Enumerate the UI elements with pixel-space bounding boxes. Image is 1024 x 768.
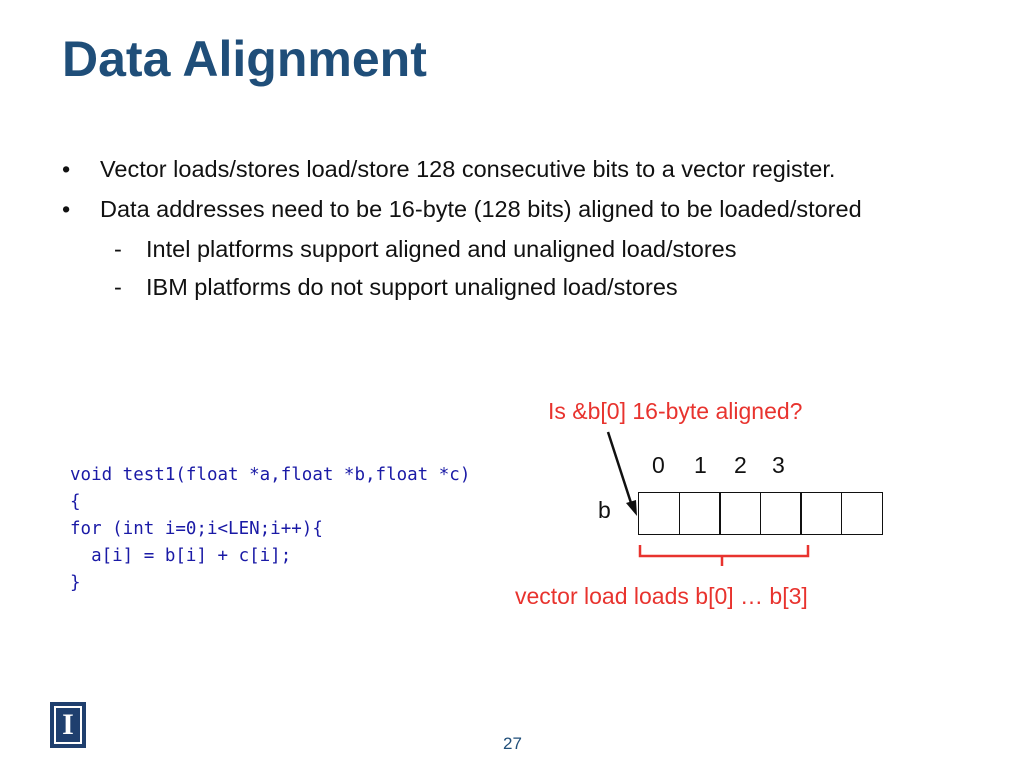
bullet-list: • Vector loads/stores load/store 128 con… xyxy=(62,152,962,304)
array-cell xyxy=(800,492,842,535)
array-label: b xyxy=(598,497,611,523)
vector-load-label: vector load loads b[0] … b[3] xyxy=(515,583,808,609)
bullet-item: • Vector loads/stores load/store 128 con… xyxy=(62,152,962,186)
bullet-marker: • xyxy=(62,196,71,222)
bullet-marker: • xyxy=(62,156,71,182)
array-index: 2 xyxy=(734,452,747,478)
code-line: void test1(float *a,float *b,float *c) xyxy=(70,465,471,485)
slide-title: Data Alignment xyxy=(62,31,427,87)
pointer-arrow xyxy=(606,431,634,507)
array-cell xyxy=(638,492,680,535)
bullet-text: Data addresses need to be 16-byte (128 b… xyxy=(100,196,862,222)
array-index: 0 xyxy=(652,452,665,478)
code-block: void test1(float *a,float *b,float *c) { f… xyxy=(70,462,470,597)
sub-bullet-item: - IBM platforms do not support unaligned… xyxy=(62,270,962,304)
sub-bullet-item: - Intel platforms support aligned and un… xyxy=(62,232,962,266)
pointer-arrow-head xyxy=(626,500,637,516)
logo-letter: I xyxy=(54,706,82,744)
alignment-question: Is &b[0] 16-byte aligned? xyxy=(548,398,803,424)
code-line: } xyxy=(70,573,81,593)
code-line: for (int i=0;i<LEN;i++){ xyxy=(70,519,323,539)
array-cell xyxy=(759,492,802,535)
sub-bullet-marker: - xyxy=(114,236,122,262)
bullet-text: Vector loads/stores load/store 128 conse… xyxy=(100,156,836,182)
array-index: 1 xyxy=(694,452,707,478)
sub-bullet-text: Intel platforms support aligned and unal… xyxy=(146,236,737,262)
array-index: 3 xyxy=(772,452,785,478)
code-line: { xyxy=(70,492,81,512)
vector-load-brace xyxy=(638,545,810,566)
array-cell xyxy=(840,492,883,535)
array-cell xyxy=(719,492,761,535)
bullet-item: • Data addresses need to be 16-byte (128… xyxy=(62,192,962,226)
code-line: a[i] = b[i] + c[i]; xyxy=(70,546,292,566)
array-cells xyxy=(638,492,883,535)
sub-bullet-marker: - xyxy=(114,274,122,300)
sub-bullet-text: IBM platforms do not support unaligned l… xyxy=(146,274,678,300)
array-cell xyxy=(678,492,721,535)
page-number: 27 xyxy=(503,734,522,753)
university-logo: I xyxy=(50,702,86,748)
